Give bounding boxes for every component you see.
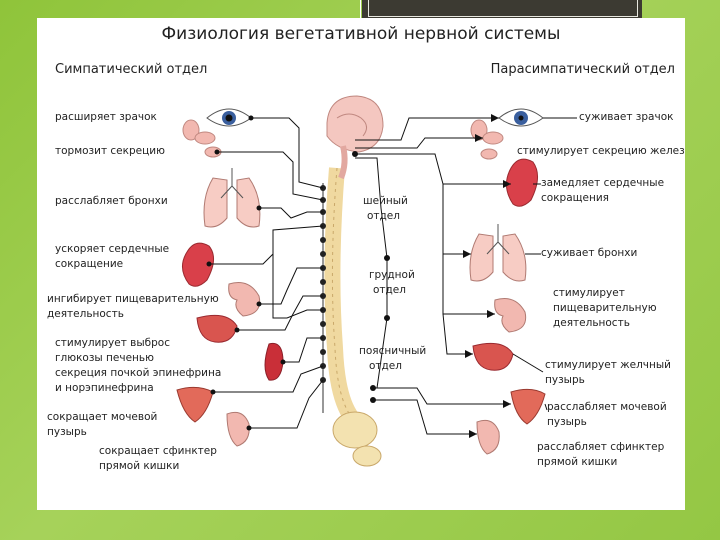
right-label-gallbladder-1: стимулирует желчный [545, 359, 671, 371]
right-label-bronchi: суживает бронхи [541, 247, 638, 259]
right-label-rectum-1: расслабляет сфинктер [537, 441, 665, 453]
right-rectum [476, 419, 500, 455]
parasympathetic-section-title: Парасимпатический отдел [490, 62, 675, 77]
left-label-bladder-1: сокращает мочевой [47, 411, 158, 423]
left-bladder [176, 386, 214, 423]
left-label-pupil: расширяет зрачок [55, 111, 157, 123]
left-label-liver-1: стимулирует выброс [55, 337, 170, 349]
parasympathetic-arrows [352, 114, 511, 438]
right-label-rectum-2: прямой кишки [537, 456, 618, 468]
right-heart [506, 158, 538, 207]
spine-label-lumbar-2: отдел [369, 360, 402, 372]
right-stomach [494, 298, 527, 333]
spinal-column [324, 167, 359, 423]
sympathetic-nerve-ends [206, 115, 286, 431]
left-label-bladder-2: пузырь [47, 426, 87, 438]
right-label-heart-1: замедляет сердечные [541, 177, 665, 189]
left-label-bronchi: расслабляет бронхи [55, 195, 168, 207]
right-label-bladder-1: расслабляет мочевой [547, 401, 667, 413]
left-kidney [264, 342, 284, 381]
decor-line [360, 0, 361, 22]
spine-label-lumbar-1: поясничный [359, 345, 427, 357]
right-label-gallbladder-2: пузырь [545, 374, 585, 386]
right-label-bladder-2: пузырь [547, 416, 587, 428]
left-label-heart-1: ускоряет сердечные [55, 243, 170, 255]
brain-fold [336, 113, 367, 137]
spine-label-thoracic-1: грудной [369, 269, 415, 281]
sympathetic-nerves [209, 117, 324, 429]
left-label-liver-2: глюкозы печенью [55, 352, 154, 364]
sympathetic-section-title: Симпатический отдел [55, 62, 208, 77]
right-liver [472, 342, 514, 371]
right-label-heart-2: сокращения [541, 192, 609, 204]
right-label-pupil: суживает зрачок [579, 111, 674, 123]
diagram-graphic [176, 95, 577, 467]
left-lungs [203, 168, 261, 228]
right-eye [498, 108, 544, 127]
left-label-digestion-2: деятельность [47, 308, 124, 320]
left-label-rectum-1: сокращает сфинктер [99, 445, 217, 457]
page-title: Физиология вегетативной нервной системы [161, 24, 561, 44]
brainstem [338, 145, 348, 180]
brain [326, 95, 384, 153]
left-stomach [228, 282, 261, 317]
sacrum [332, 411, 378, 449]
right-label-leaders [512, 117, 577, 411]
slide: Физиология вегетативной нервной системы … [37, 18, 685, 510]
spinal-vertebrae [331, 167, 353, 419]
chain-ganglia [320, 185, 326, 383]
spine-label-cervical-1: шейный [363, 195, 408, 207]
left-label-digestion-1: ингибирует пищеварительную [47, 293, 219, 305]
left-label-heart-2: сокращение [55, 258, 124, 270]
right-label-digestion-3: деятельность [553, 317, 630, 329]
decor-bar-frame [368, 0, 638, 17]
left-liver [196, 314, 238, 343]
right-lungs [469, 224, 527, 282]
left-eye [206, 108, 252, 127]
right-label-digestion-1: стимулирует [553, 287, 625, 299]
spine-label-cervical-2: отдел [367, 210, 400, 222]
right-label-digestion-2: пищеварительную [553, 302, 657, 314]
left-label-kidney-1: секреция почкой эпинефрина [55, 367, 222, 379]
right-bladder [510, 388, 546, 425]
left-label-kidney-2: и норэпинефрина [55, 382, 154, 394]
left-rectum [226, 411, 250, 447]
left-heart [182, 242, 214, 287]
parasympathetic-nerves [355, 117, 511, 435]
left-label-secretion: тормозит секрецию [55, 145, 165, 157]
left-label-rectum-2: прямой кишки [99, 460, 180, 472]
coccyx [352, 445, 382, 467]
right-label-secretion: стимулирует секрецию желез [517, 145, 685, 157]
spine-label-thoracic-2: отдел [373, 284, 406, 296]
